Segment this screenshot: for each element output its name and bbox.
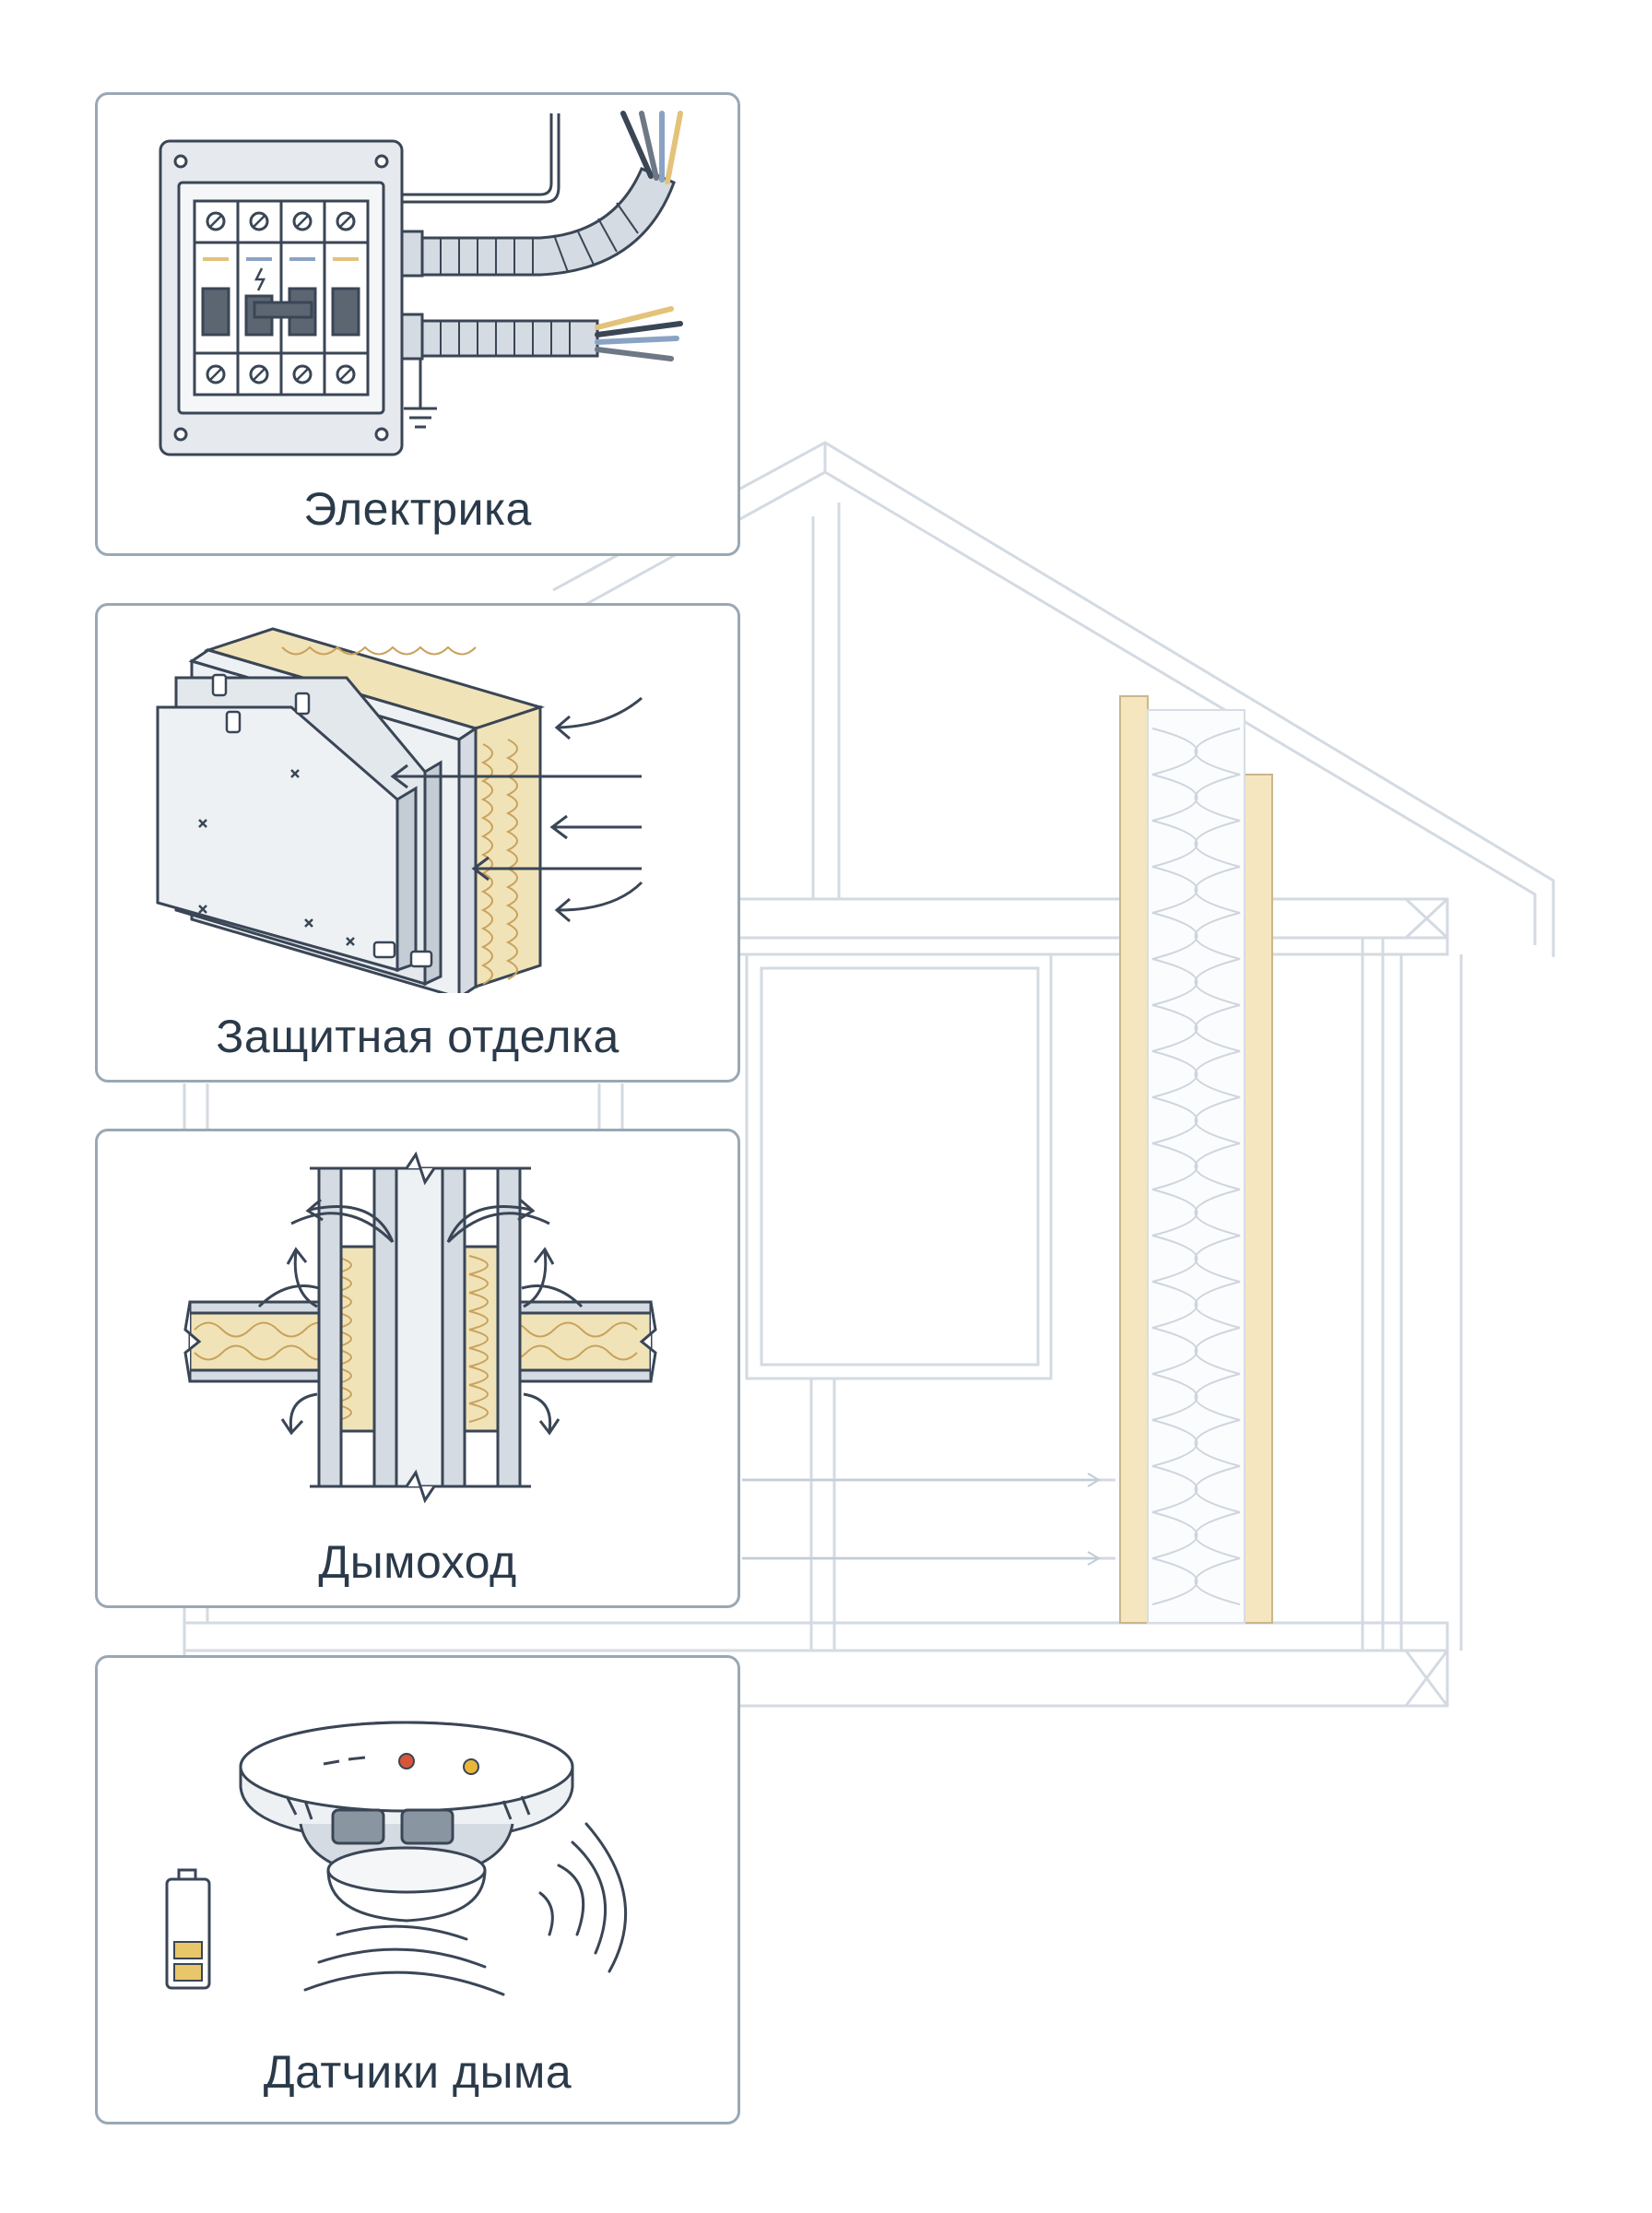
card-label-chimney: Дымоход xyxy=(318,1536,517,1588)
breaker-panel-icon xyxy=(159,111,683,456)
wall-cladding-icon xyxy=(156,627,643,993)
card-smoke: Датчики дыма xyxy=(95,1655,740,2124)
card-label-electric: Электрика xyxy=(303,483,532,535)
card-finish: Защитная отделка xyxy=(95,603,740,1083)
card-label-smoke: Датчики дыма xyxy=(263,2046,572,2098)
chimney-pass-through-icon xyxy=(183,1151,657,1504)
card-label-finish: Защитная отделка xyxy=(216,1011,620,1062)
smoke-detector-icon xyxy=(165,1721,627,1996)
card-electric: Электрика xyxy=(95,92,740,556)
card-chimney: Дымоход xyxy=(95,1129,740,1608)
